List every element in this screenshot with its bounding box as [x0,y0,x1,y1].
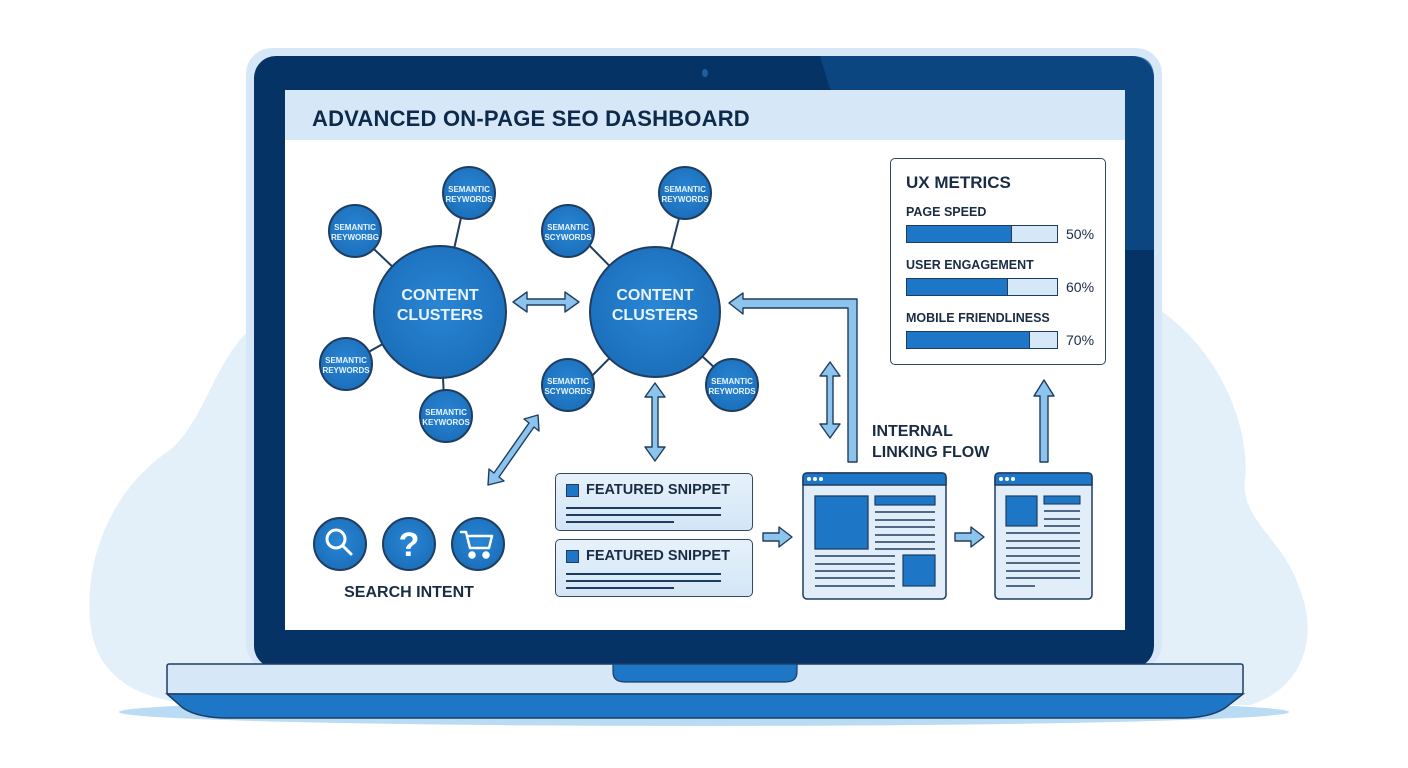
search-intent-label: SEARCH INTENT [344,584,474,601]
metric-value: 60% [1066,279,1095,295]
svg-text:KEYWOROS: KEYWOROS [422,418,470,427]
webpage-mockup-1[interactable] [802,472,947,600]
double-arrow-snippets [644,382,666,462]
snippet-label: FEATURED SNIPPET [586,548,730,564]
svg-text:SEMANTIC: SEMANTIC [547,223,589,232]
svg-text:SEMANTIC: SEMANTIC [334,223,376,232]
webpage-mockup-2[interactable] [994,472,1093,600]
svg-text:SEMANTIC: SEMANTIC [425,408,467,417]
arrow-page-to-page [954,526,985,548]
arrow-up-ux [1033,379,1055,463]
progress-fill [907,226,1012,242]
cart-icon [459,530,494,559]
svg-text:SEMANTIC: SEMANTIC [325,356,367,365]
semantic-keyword-node[interactable]: SEMANTIC REYWORDS [705,358,759,412]
svg-text:REYWORDS: REYWORDS [322,366,370,375]
ux-metric-user-engagement: USER ENGAGEMENT 60% [906,258,1106,296]
seo-diagram: CONTENT CLUSTERS SEMANTIC REYWORBG SEMAN… [313,166,1093,601]
elbow-arrow-linking [728,292,858,463]
dashboard-header: ADVANCED ON-PAGE SEO DASHBOARD [285,90,1125,140]
search-icon [325,528,353,556]
text-line [566,507,721,509]
semantic-keyword-node[interactable]: SEMANTIC SCYWORDS [541,358,595,412]
image-placeholder [1005,495,1038,527]
svg-text:REYWORDS: REYWORDS [445,195,493,204]
semantic-keyword-node[interactable]: SEMANTIC REYWORDS [658,166,712,220]
ux-metrics-title: UX METRICS [906,173,1011,192]
svg-text:REYWORBG: REYWORBG [331,233,379,242]
svg-text:REYWORDS: REYWORDS [708,387,756,396]
content-cluster-2[interactable]: CONTENT CLUSTERS [589,246,721,378]
camera-icon [702,69,708,77]
progress-bar [906,331,1058,349]
internal-linking-label-line2: LINKING FLOW [872,444,990,461]
laptop-base-bottom [165,693,1246,719]
text-line [566,587,674,589]
double-arrow-clusters [512,291,580,313]
search-intent-search[interactable] [313,517,367,571]
semantic-keyword-node[interactable]: SEMANTIC REYWORBG [328,204,382,258]
ux-metrics-panel: UX METRICS PAGE SPEED 50% USER ENGAGEMEN… [890,158,1106,365]
semantic-keyword-node[interactable]: SEMANTIC KEYWOROS [419,389,473,443]
semantic-keyword-node[interactable]: SEMANTIC REYWORDS [319,337,373,391]
double-arrow-search-intent [487,414,540,486]
svg-text:SEMANTIC: SEMANTIC [664,185,706,194]
progress-bar [906,225,1058,243]
text-line [566,514,721,516]
image-placeholder [814,495,869,550]
search-intent-question[interactable]: ? [382,517,436,571]
ux-metric-page-speed: PAGE SPEED 50% [906,205,1106,243]
metric-label: PAGE SPEED [906,205,987,219]
content-cluster-1[interactable]: CONTENT CLUSTERS [373,245,507,379]
dashboard-title: ADVANCED ON-PAGE SEO DASHBOARD [312,106,750,131]
metric-label: USER ENGAGEMENT [906,258,1034,272]
featured-snippet-card[interactable]: FEATURED SNIPPET [555,473,753,531]
metric-value: 50% [1066,226,1095,242]
svg-text:SEMANTIC: SEMANTIC [448,185,490,194]
featured-snippet-card[interactable]: FEATURED SNIPPET [555,539,753,597]
cluster-2-label-line2: CLUSTERS [612,307,699,324]
metric-label: MOBILE FRIENDLINESS [906,311,1050,325]
question-icon: ? [399,526,420,564]
svg-text:SCYWORDS: SCYWORDS [544,387,592,396]
semantic-keyword-node[interactable]: SEMANTIC SCYWORDS [541,204,595,258]
svg-text:SEMANTIC: SEMANTIC [547,377,589,386]
dashboard-screen: ADVANCED ON-PAGE SEO DASHBOARD CONTENT C… [285,90,1125,630]
snippet-square-icon [566,484,579,497]
text-line [566,521,674,523]
snippet-label: FEATURED SNIPPET [586,482,730,498]
snippet-square-icon [566,550,579,563]
text-line [566,573,721,575]
ux-metric-mobile-friendliness: MOBILE FRIENDLINESS 70% [906,311,1106,349]
text-line [566,580,721,582]
internal-linking-label-line1: INTERNAL [872,423,953,440]
cluster-1-label-line2: CLUSTERS [397,307,484,324]
progress-fill [907,279,1008,295]
metric-value: 70% [1066,332,1095,348]
double-arrow-linking [819,361,841,439]
svg-text:SCYWORDS: SCYWORDS [544,233,592,242]
svg-text:REYWORDS: REYWORDS [661,195,709,204]
laptop-hinge-notch [612,663,798,683]
semantic-keyword-node[interactable]: SEMANTIC REYWORDS [442,166,496,220]
svg-text:SEMANTIC: SEMANTIC [711,377,753,386]
cluster-1-label-line1: CONTENT [401,287,479,304]
progress-bar [906,278,1058,296]
arrow-snippet-to-page [762,526,793,548]
progress-fill [907,332,1030,348]
search-intent-cart[interactable] [451,517,505,571]
cluster-2-label-line1: CONTENT [616,287,694,304]
